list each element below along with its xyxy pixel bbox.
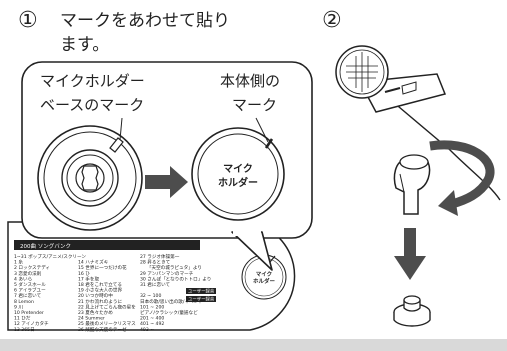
mic-holder-label-line1: マイク xyxy=(223,163,253,175)
songlist-entry: 18 君をこれで立てる xyxy=(78,281,122,288)
step1-instruction-line2: ます。 xyxy=(60,35,110,55)
songlist-entry: 31 君に恋いて xyxy=(140,281,171,288)
step1-number: ① xyxy=(18,8,38,33)
rotation-arrow xyxy=(429,140,495,216)
bottom-bar xyxy=(0,339,507,351)
arrow-down xyxy=(394,228,426,280)
songlist-entry: 3 恋愛の法則 xyxy=(14,270,42,277)
songlist-entry: 19 小さな大人の世界 xyxy=(78,287,122,294)
songlist-entry: 32 ~ 100 xyxy=(140,293,161,299)
holder-mark-label-line1: マイクホルダー xyxy=(40,72,145,90)
songlist-card xyxy=(7,221,296,331)
songlist-entry: 20 いつか時の中 xyxy=(78,292,113,299)
songlist-mark-label-line1: マイク xyxy=(256,270,272,278)
holder-base-drawing xyxy=(37,117,143,231)
songlist-entry: 22 見上げてごらん夜の星を xyxy=(78,303,136,310)
songlist-entry: 7 君に恋いて xyxy=(14,292,42,299)
songlist-entry: 401 ~ 492 xyxy=(140,321,164,327)
body-mark-label-line2: マーク xyxy=(232,96,278,114)
songlist-tag: ユーザー録音 xyxy=(188,296,215,303)
songlist-entry: 29 アンパンマンのマーチ xyxy=(140,271,194,277)
holder-mark-label-line2: ベースのマーク xyxy=(40,96,145,114)
songlist-entry: 15 世界に一つだけの花 xyxy=(78,264,127,271)
songlist-entry: 2 ロックステディ xyxy=(14,264,50,271)
songlist-tag: USB再生 xyxy=(188,304,206,311)
songlist-entry: 14 ハナミズキ xyxy=(78,259,109,266)
songlist-entry: 日本の歌/思い出の歌/イベント xyxy=(140,298,203,305)
songlist-entry: 12 アイノカタチ xyxy=(14,320,49,327)
songlist-header-bar xyxy=(14,240,200,250)
songlist-entry: 8 Lemon xyxy=(14,299,34,305)
songlist-mark-label-line2: ホルダー xyxy=(253,277,276,285)
arrow-right xyxy=(145,166,188,198)
body-mark-label-line1: 本体側の xyxy=(220,72,281,90)
songlist-tag: ユーザー録音 xyxy=(188,288,215,295)
songlist-entry: 「天空の城ラピュタ」より xyxy=(140,264,202,271)
songlist-entry: 4 あいら xyxy=(14,276,32,282)
songlist-header: 200曲 ソングバンク xyxy=(20,242,71,250)
songlist-entry: ピアノ/クラシック/童謡など xyxy=(140,309,198,316)
songlist-entry: 9 川 xyxy=(14,304,23,310)
holder-base-piece xyxy=(393,295,431,327)
songlist-entry: 16 ひ xyxy=(78,271,90,277)
songlist-entry: 11 ひだ xyxy=(14,316,31,322)
songlist-entry: 1~31 ポップス/アニメ/スクリーン xyxy=(14,253,86,260)
mic-holder-label-line2: ホルダー xyxy=(218,176,258,189)
songlist-entry: 101 ~ 200 xyxy=(140,304,164,310)
songlist-entry: 26 残酷な天使のテーゼ xyxy=(78,326,127,333)
body-mark-drawing xyxy=(191,117,285,221)
songlist-entry: 27 ラジオ体操第一 xyxy=(140,253,180,260)
step1-instruction-line1: マークをあわせて貼り xyxy=(60,11,230,31)
mic-holder-drawing xyxy=(393,154,431,215)
songlist-entry: 1 糸 xyxy=(14,259,23,266)
songlist-entry: 17 手を取 xyxy=(78,275,99,282)
songlist-entry: 23 夏色々たかめ xyxy=(78,309,113,316)
songlist-entry: 5 ダンスホール xyxy=(14,281,46,288)
songlist-entry: 201 ~ 400 xyxy=(140,316,164,322)
songlist-entry: 6 アイラブユー xyxy=(14,287,46,294)
songlist-entry: 10 Pretender xyxy=(14,310,44,316)
songlist-entry: 24 Summer xyxy=(78,316,105,322)
songlist-entry: 21 かわ流れのように xyxy=(78,298,122,305)
songlist-entry: 25 最後のメリークリスマス xyxy=(78,320,136,327)
songlist-entry: 28 昇るときて xyxy=(140,259,171,266)
microphone-drawing xyxy=(335,45,501,201)
songlist-entry: 13 365日 xyxy=(14,327,35,333)
step2-number: ② xyxy=(322,8,342,33)
songlist-entry: 493 ~ xyxy=(140,327,154,333)
songlist-entry: 30 さんぽ「となりのトトロ」より xyxy=(140,275,211,282)
